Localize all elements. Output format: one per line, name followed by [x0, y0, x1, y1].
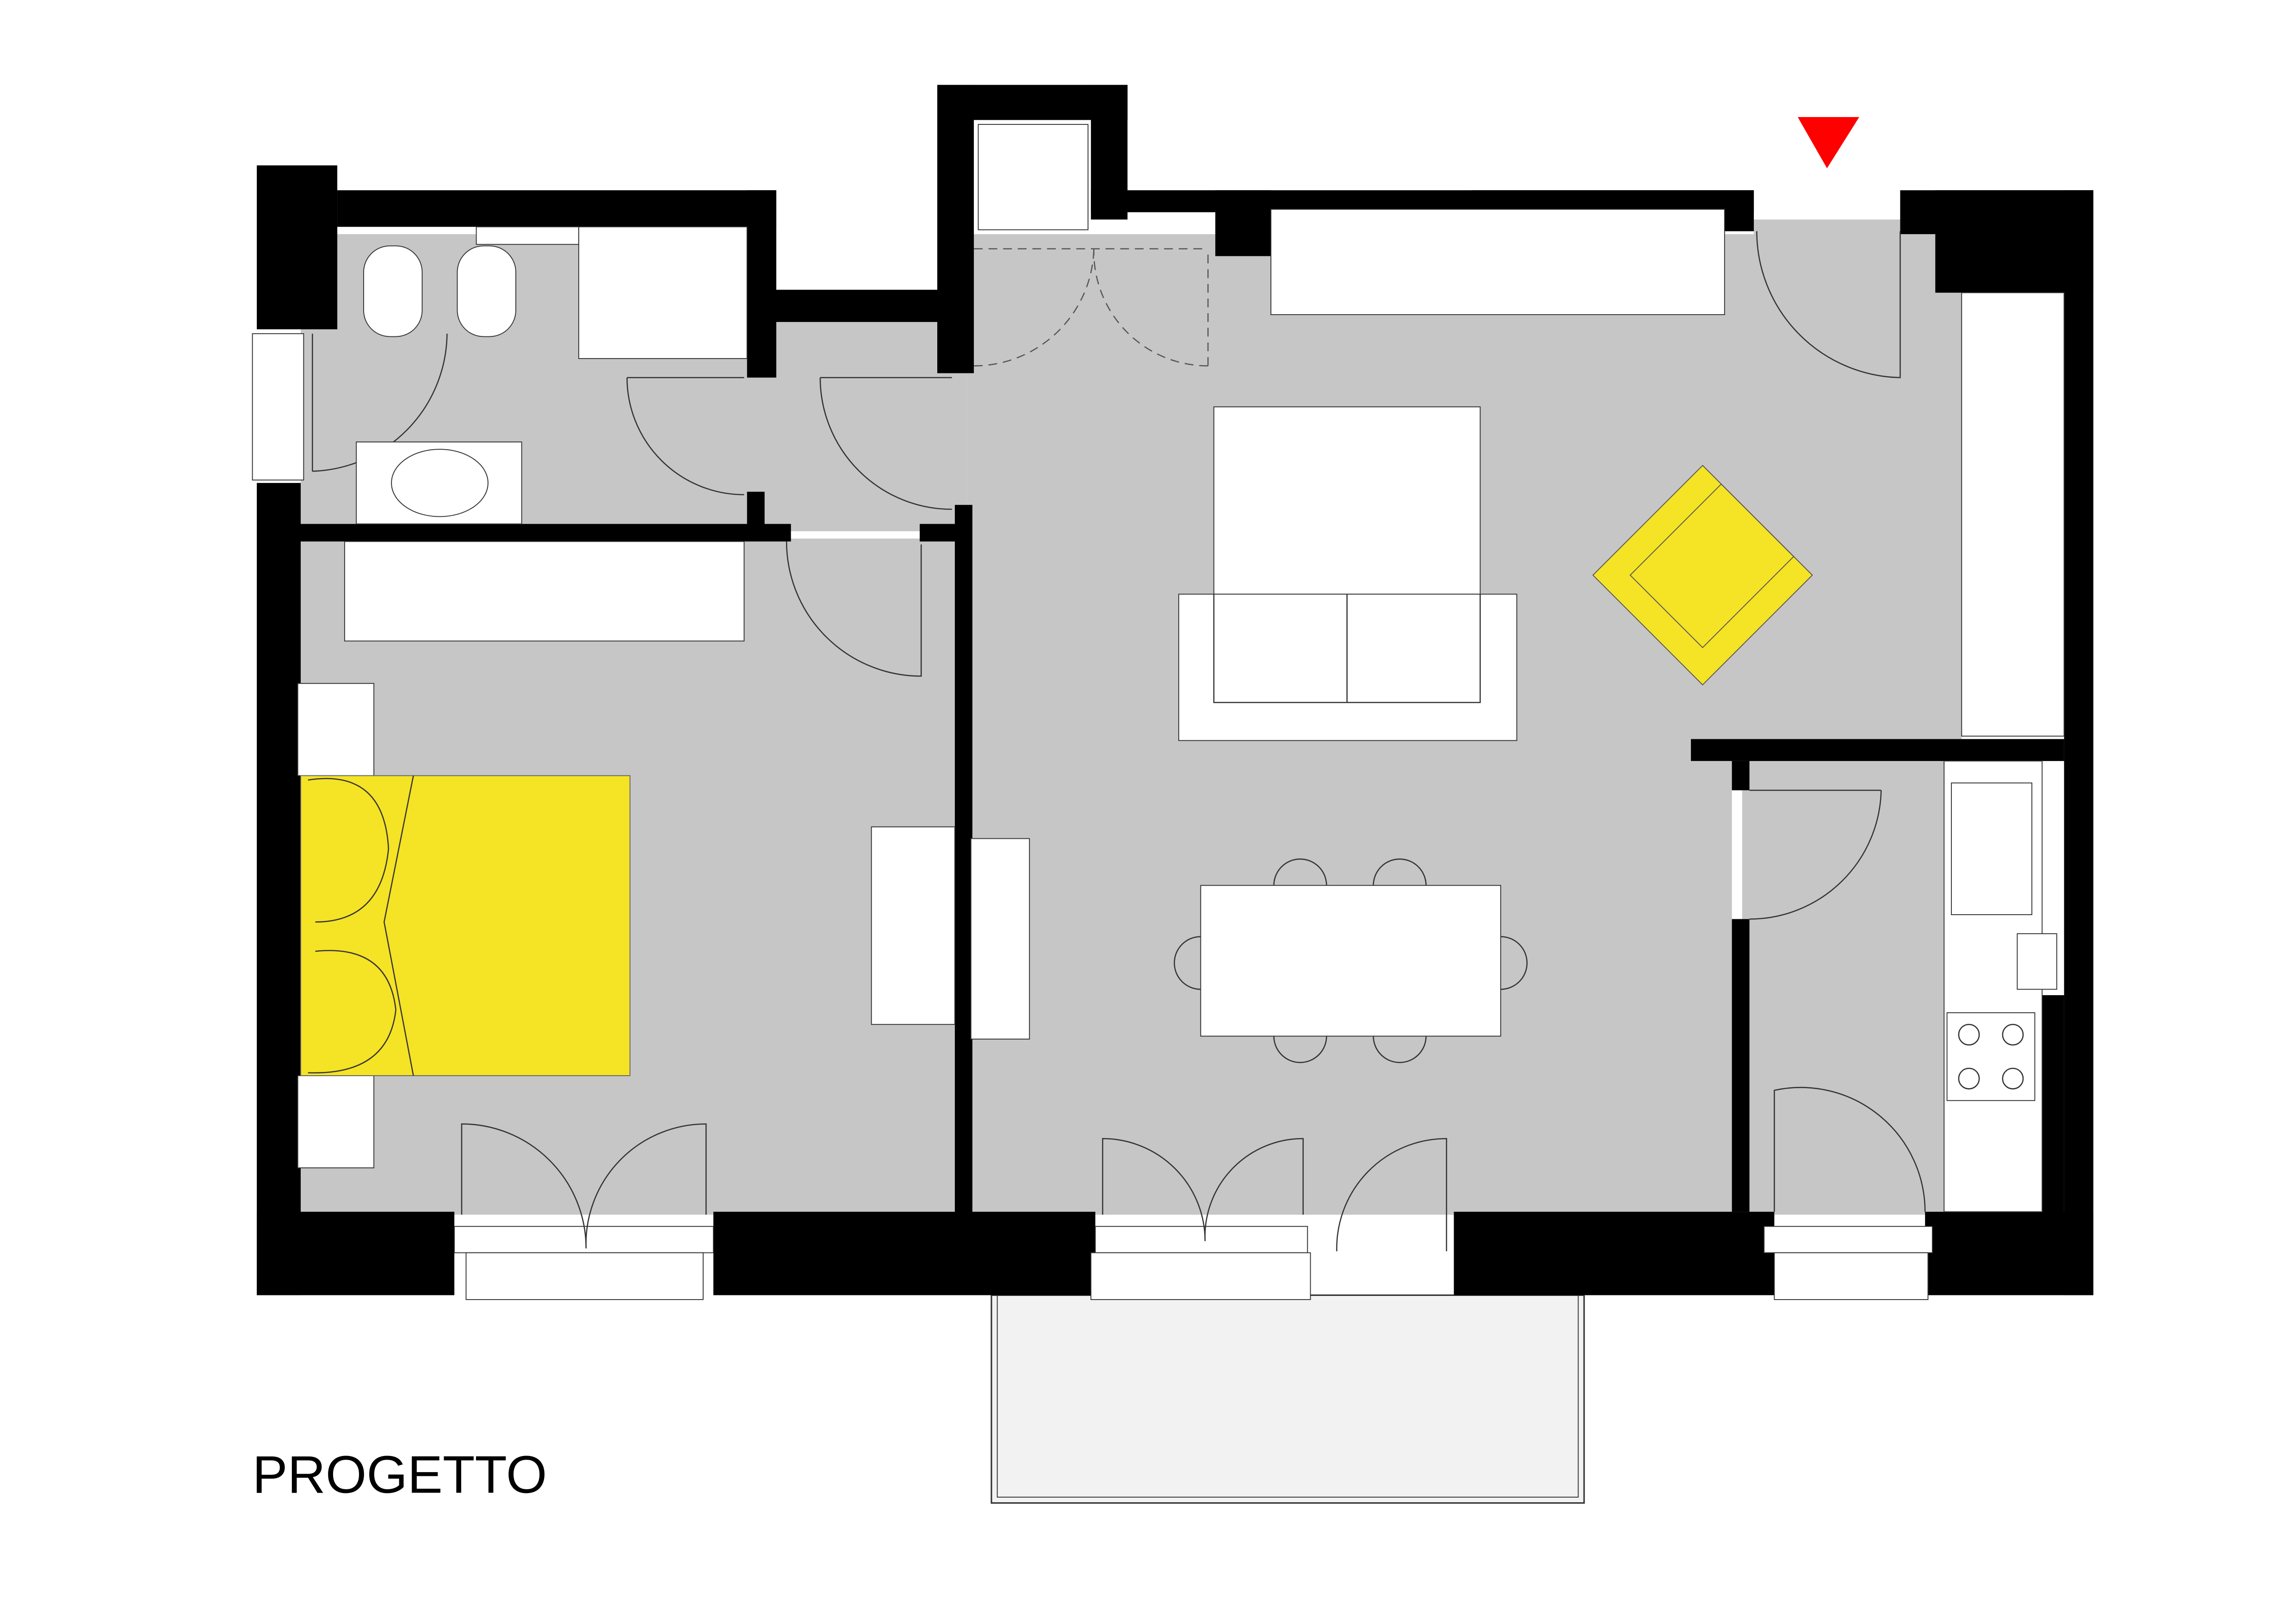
- entrance-marker-icon: [1797, 117, 1859, 168]
- entry-floor: [1754, 219, 1900, 249]
- bathroom-fixtures: [356, 226, 748, 525]
- kitchen: [1943, 760, 2057, 1213]
- walls: [257, 85, 2093, 1295]
- bedroom-furniture: [297, 541, 955, 1169]
- hallway-floor: [754, 319, 967, 532]
- kitchen-floor: [1742, 758, 1947, 1215]
- balcony: [990, 1294, 1585, 1504]
- doors: [312, 231, 1926, 1251]
- plan-title: PROGETTO: [253, 1445, 547, 1504]
- armchair: [1592, 465, 1813, 686]
- dining-table: [1200, 885, 1501, 1037]
- bed: [300, 775, 631, 1076]
- windows: [252, 124, 1933, 1300]
- living-furniture: [970, 209, 2065, 1063]
